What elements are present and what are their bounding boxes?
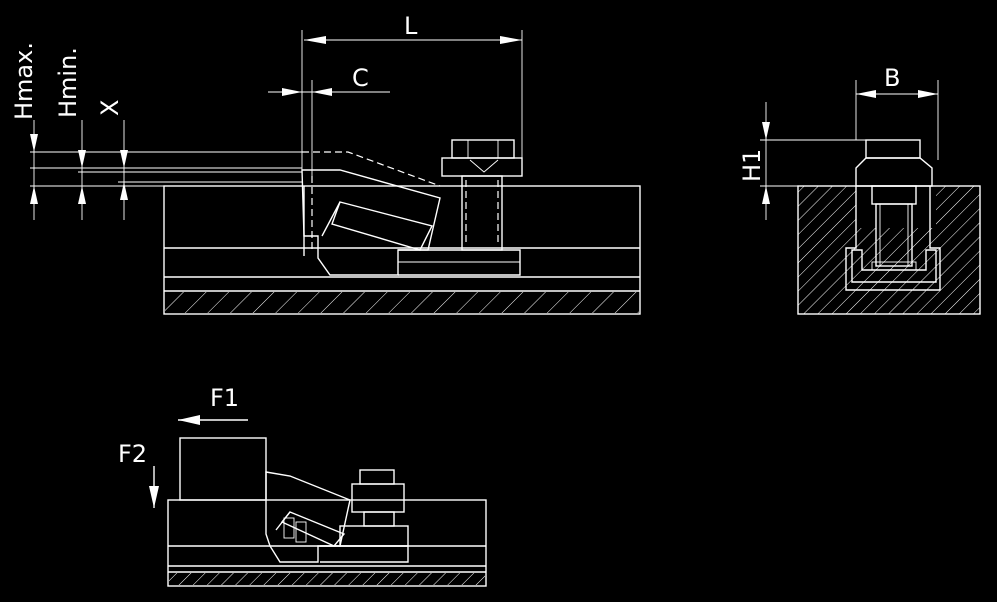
force-bolt-head	[359, 469, 395, 485]
wedge	[331, 201, 434, 251]
raised-position-outline	[302, 151, 441, 187]
force-base-rail	[167, 499, 487, 587]
label-hmax: Hmax.	[10, 42, 38, 120]
label-l: L	[404, 12, 418, 40]
t-nut	[851, 249, 937, 283]
workpiece	[179, 437, 267, 501]
label-x: X	[96, 100, 124, 116]
base-rail	[163, 185, 641, 315]
bolt-shank	[461, 175, 503, 251]
label-hmin: Hmin.	[54, 47, 82, 118]
label-f1: F1	[210, 384, 239, 412]
section-bolt-head	[865, 139, 921, 159]
bolt-head	[451, 139, 515, 159]
label-f2: F2	[118, 440, 147, 468]
label-h1: H1	[738, 149, 766, 182]
t-slot	[845, 186, 941, 291]
section-view: B H1	[738, 64, 981, 315]
force-clamp-body	[265, 471, 351, 563]
hatched-base	[165, 292, 639, 313]
side-view: Hmax. Hmin. X L C	[10, 12, 641, 315]
force-view: F1 F2	[118, 384, 487, 587]
label-b: B	[884, 64, 900, 92]
label-c: C	[352, 64, 369, 92]
